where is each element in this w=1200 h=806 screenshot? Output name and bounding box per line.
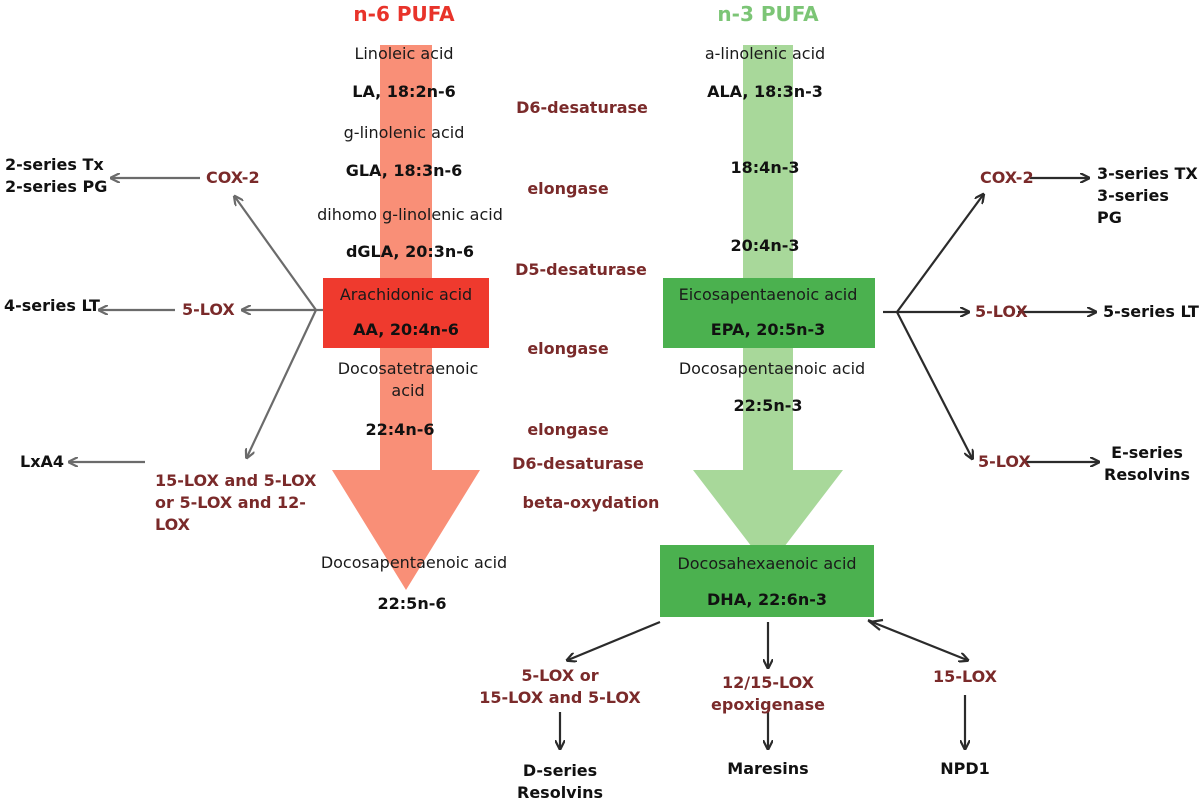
aa-formula: AA, 20:4n-6 <box>353 320 459 339</box>
n3-dpa-label: Docosapentaenoic acid <box>678 359 866 378</box>
right-connectors <box>560 178 1098 748</box>
dha-to-5lox-arrow <box>568 620 661 660</box>
step-elongase-3: elongase <box>527 420 609 439</box>
ala-formula: ALA, 18:3n-3 <box>707 82 823 101</box>
epa-formula: EPA, 20:5n-3 <box>710 320 826 339</box>
right-5lox-b-arrow <box>896 311 972 458</box>
step-d5-desaturase: D5-desaturase <box>515 260 647 279</box>
step-elongase-1: elongase <box>527 179 609 198</box>
docosahexaenoic-acid-label: Docosahexaenoic acid <box>677 554 857 573</box>
dha-reverse-arrowhead <box>867 618 884 631</box>
right-5lox-b-products: E-series Resolvins <box>1104 443 1190 484</box>
eicosapentaenoic-acid-label: Eicosapentaenoic acid <box>678 285 858 304</box>
gla-formula: GLA, 18:3n-6 <box>345 161 463 180</box>
left-15lox-product: LxA4 <box>20 452 65 471</box>
bottom-npd1: NPD1 <box>940 759 990 778</box>
dgla-formula: dGLA, 20:3n-6 <box>345 242 475 261</box>
gla-name-label: g-linolenic acid <box>343 123 465 142</box>
dgla-name-label: dihomo g-linolenic acid <box>317 205 503 224</box>
n6-dpa-label: Docosapentaenoic acid <box>320 553 508 572</box>
dha-box <box>660 545 874 617</box>
left-15lox-label: 15-LOX and 5-LOX or 5-LOX and 12- LOX <box>155 471 317 534</box>
left-5lox-label: 5-LOX <box>182 300 235 319</box>
n3-dpa-formula: 22:5n-3 <box>733 396 803 415</box>
n6-pufa-header: n-6 PUFA <box>353 2 455 26</box>
step-elongase-2: elongase <box>527 339 609 358</box>
arachidonic-acid-label: Arachidonic acid <box>339 285 473 304</box>
step-d6-desaturase-2: D6-desaturase <box>512 454 644 473</box>
bottom-maresins: Maresins <box>727 759 809 778</box>
dha-formula: DHA, 22:6n-3 <box>707 590 827 609</box>
bottom-15lox-label: 15-LOX <box>933 667 997 686</box>
left-cox2-products: 2-series Tx 2-series PG <box>5 155 108 196</box>
dta-formula: 22:4n-6 <box>365 420 435 439</box>
bottom-12-15lox-label: 12/15-LOX epoxigenase <box>711 673 825 714</box>
step-beta-oxidation: beta-oxydation <box>522 493 660 512</box>
la-formula: LA, 18:2n-6 <box>352 82 456 101</box>
dha-to-15lox-arrow <box>871 620 967 660</box>
right-5lox-label: 5-LOX <box>975 302 1028 321</box>
eta-formula: 20:4n-3 <box>730 236 800 255</box>
left-cox2-label: COX-2 <box>206 168 260 187</box>
right-cox2-products: 3-series TX 3-series PG <box>1097 164 1198 227</box>
left-cox2-arrow <box>235 197 317 311</box>
alpha-linolenic-acid-label: a-linolenic acid <box>704 44 826 63</box>
left-connectors <box>70 178 330 462</box>
sda-formula: 18:4n-3 <box>730 158 800 177</box>
right-5lox-product: 5-series LT <box>1103 302 1199 321</box>
n6-dpa-formula: 22:5n-6 <box>377 594 447 613</box>
left-15lox-arrow <box>247 309 317 457</box>
arachidonic-acid-box <box>323 278 489 348</box>
bottom-5lox-label: 5-LOX or 15-LOX and 5-LOX <box>479 666 641 707</box>
n3-pufa-header: n-3 PUFA <box>717 2 819 26</box>
right-cox2-label: COX-2 <box>980 168 1034 187</box>
docosatetraenoic-acid-label: Docosatetraenoic acid <box>337 359 479 400</box>
left-5lox-product: 4-series LT <box>4 296 100 315</box>
step-d6-desaturase-1: D6-desaturase <box>516 98 648 117</box>
right-5lox-b-label: 5-LOX <box>978 452 1031 471</box>
epa-box <box>663 278 875 348</box>
bottom-d-series-resolvins: D-series Resolvins <box>517 761 603 802</box>
right-cox2-arrow <box>896 195 983 313</box>
linoleic-acid-label: Linoleic acid <box>354 44 454 63</box>
